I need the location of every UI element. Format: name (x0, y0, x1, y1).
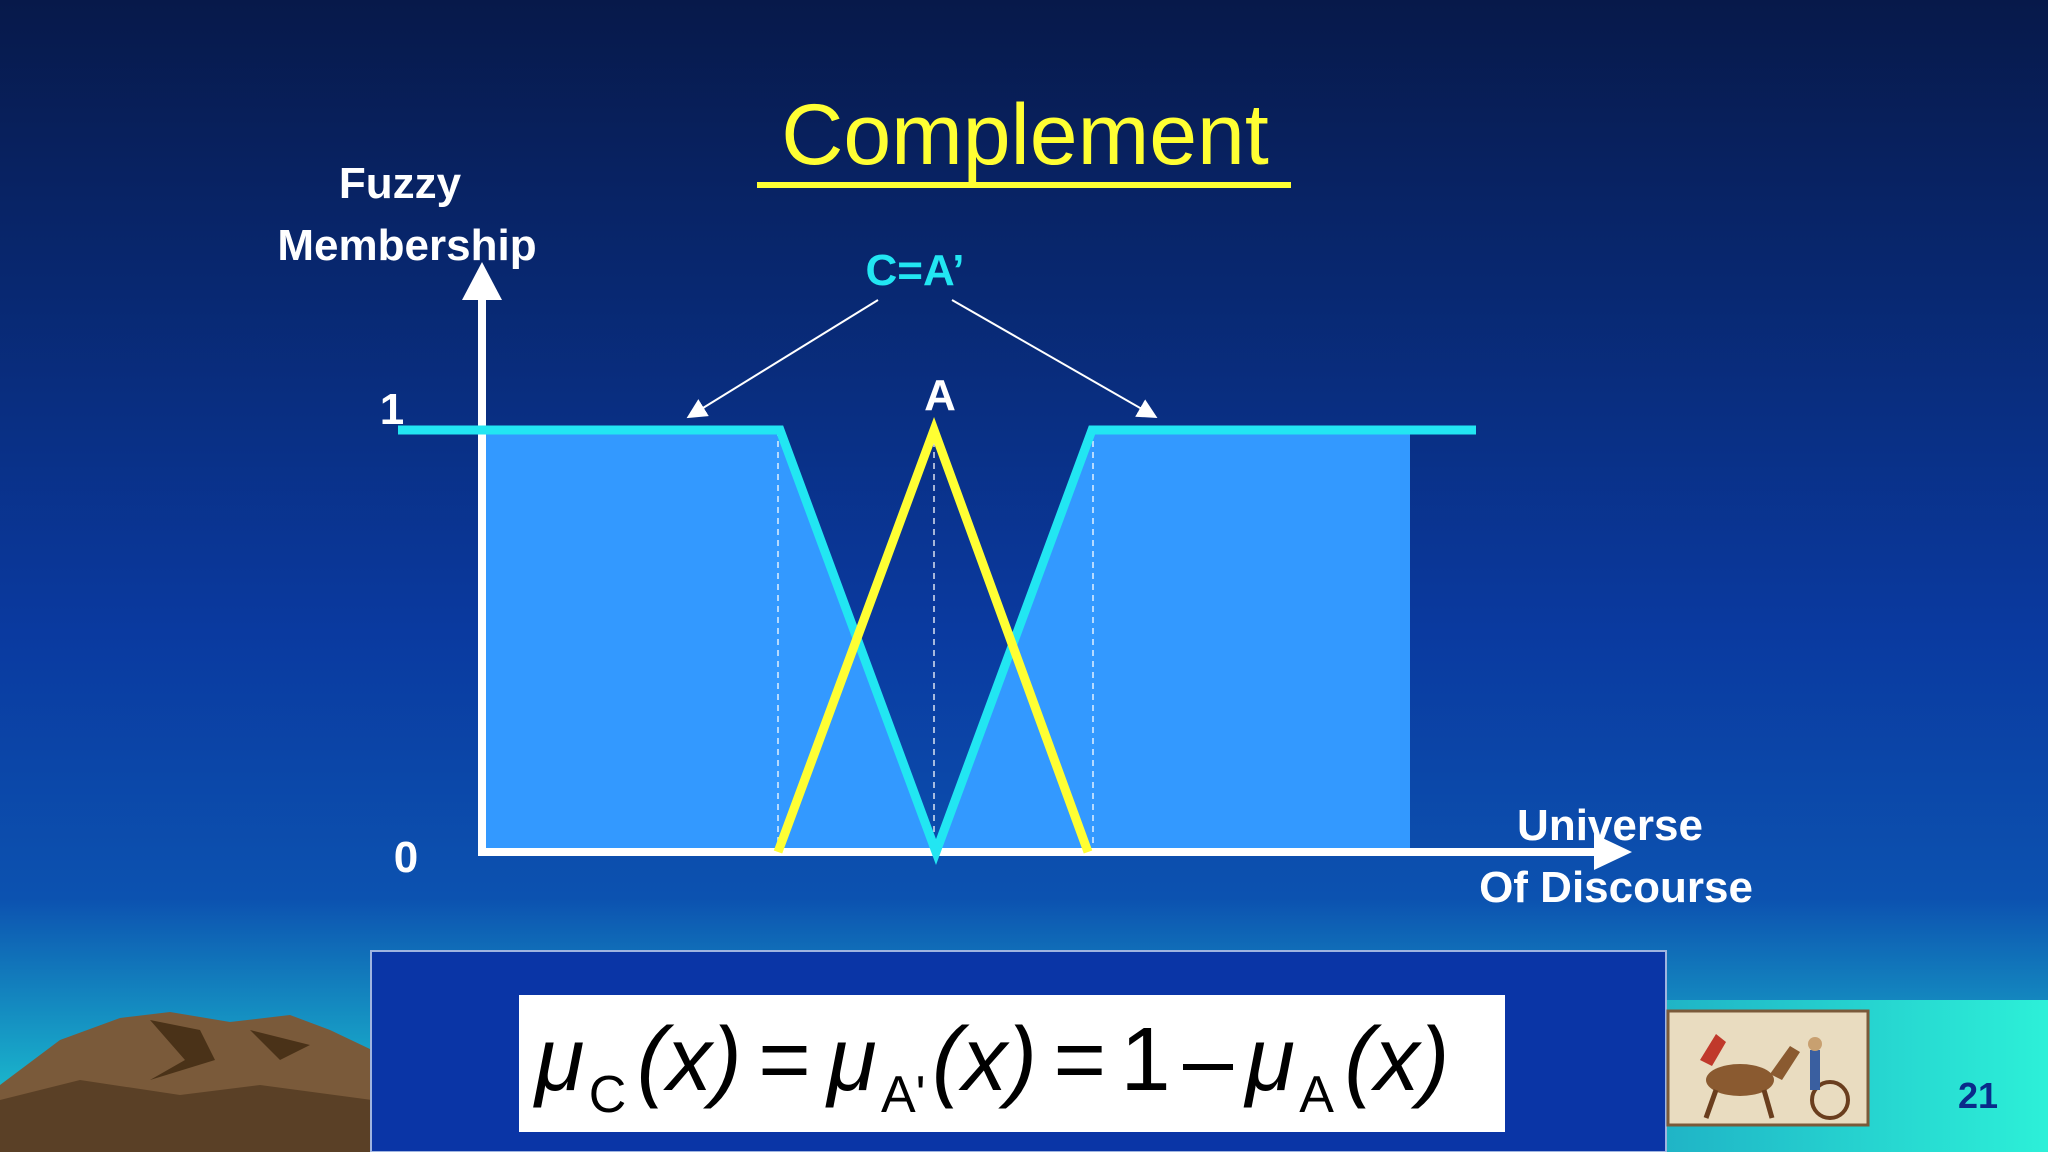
axes (462, 262, 1632, 870)
complement-label: C=A’ (865, 246, 964, 295)
y-axis-arrowhead (462, 262, 502, 300)
x-axis-arrowhead (1594, 834, 1632, 870)
y-axis-label-line1: Fuzzy (339, 159, 462, 208)
guide-lines (777, 430, 1094, 852)
slide-title: Complement (781, 87, 1269, 183)
set-a-label: A (924, 371, 956, 420)
formula-panel: μ C (x) = μ A' (x) = 1 – μ A (x) (370, 950, 1667, 1153)
x-axis-label-line2: Of Discourse (1479, 863, 1753, 912)
tick-label-zero: 0 (394, 833, 418, 882)
complement-curve (398, 425, 1476, 865)
set-a-curve (773, 416, 1093, 854)
complement-pointer-left (686, 299, 879, 419)
title-underline (757, 182, 1291, 188)
formula-text: μ C (x) = μ A' (x) = 1 – μ A (x) (533, 1010, 1449, 1124)
formula-card (519, 995, 1505, 1132)
page-number: 21 (1958, 1075, 1998, 1116)
complement-pointer-right (951, 299, 1158, 418)
y-axis-label-line2: Membership (277, 221, 536, 270)
tick-label-one: 1 (380, 385, 404, 434)
mountains-decoration (0, 1012, 372, 1152)
chariot-picture (1666, 1009, 1870, 1127)
x-axis-label-line1: Universe (1517, 801, 1703, 850)
